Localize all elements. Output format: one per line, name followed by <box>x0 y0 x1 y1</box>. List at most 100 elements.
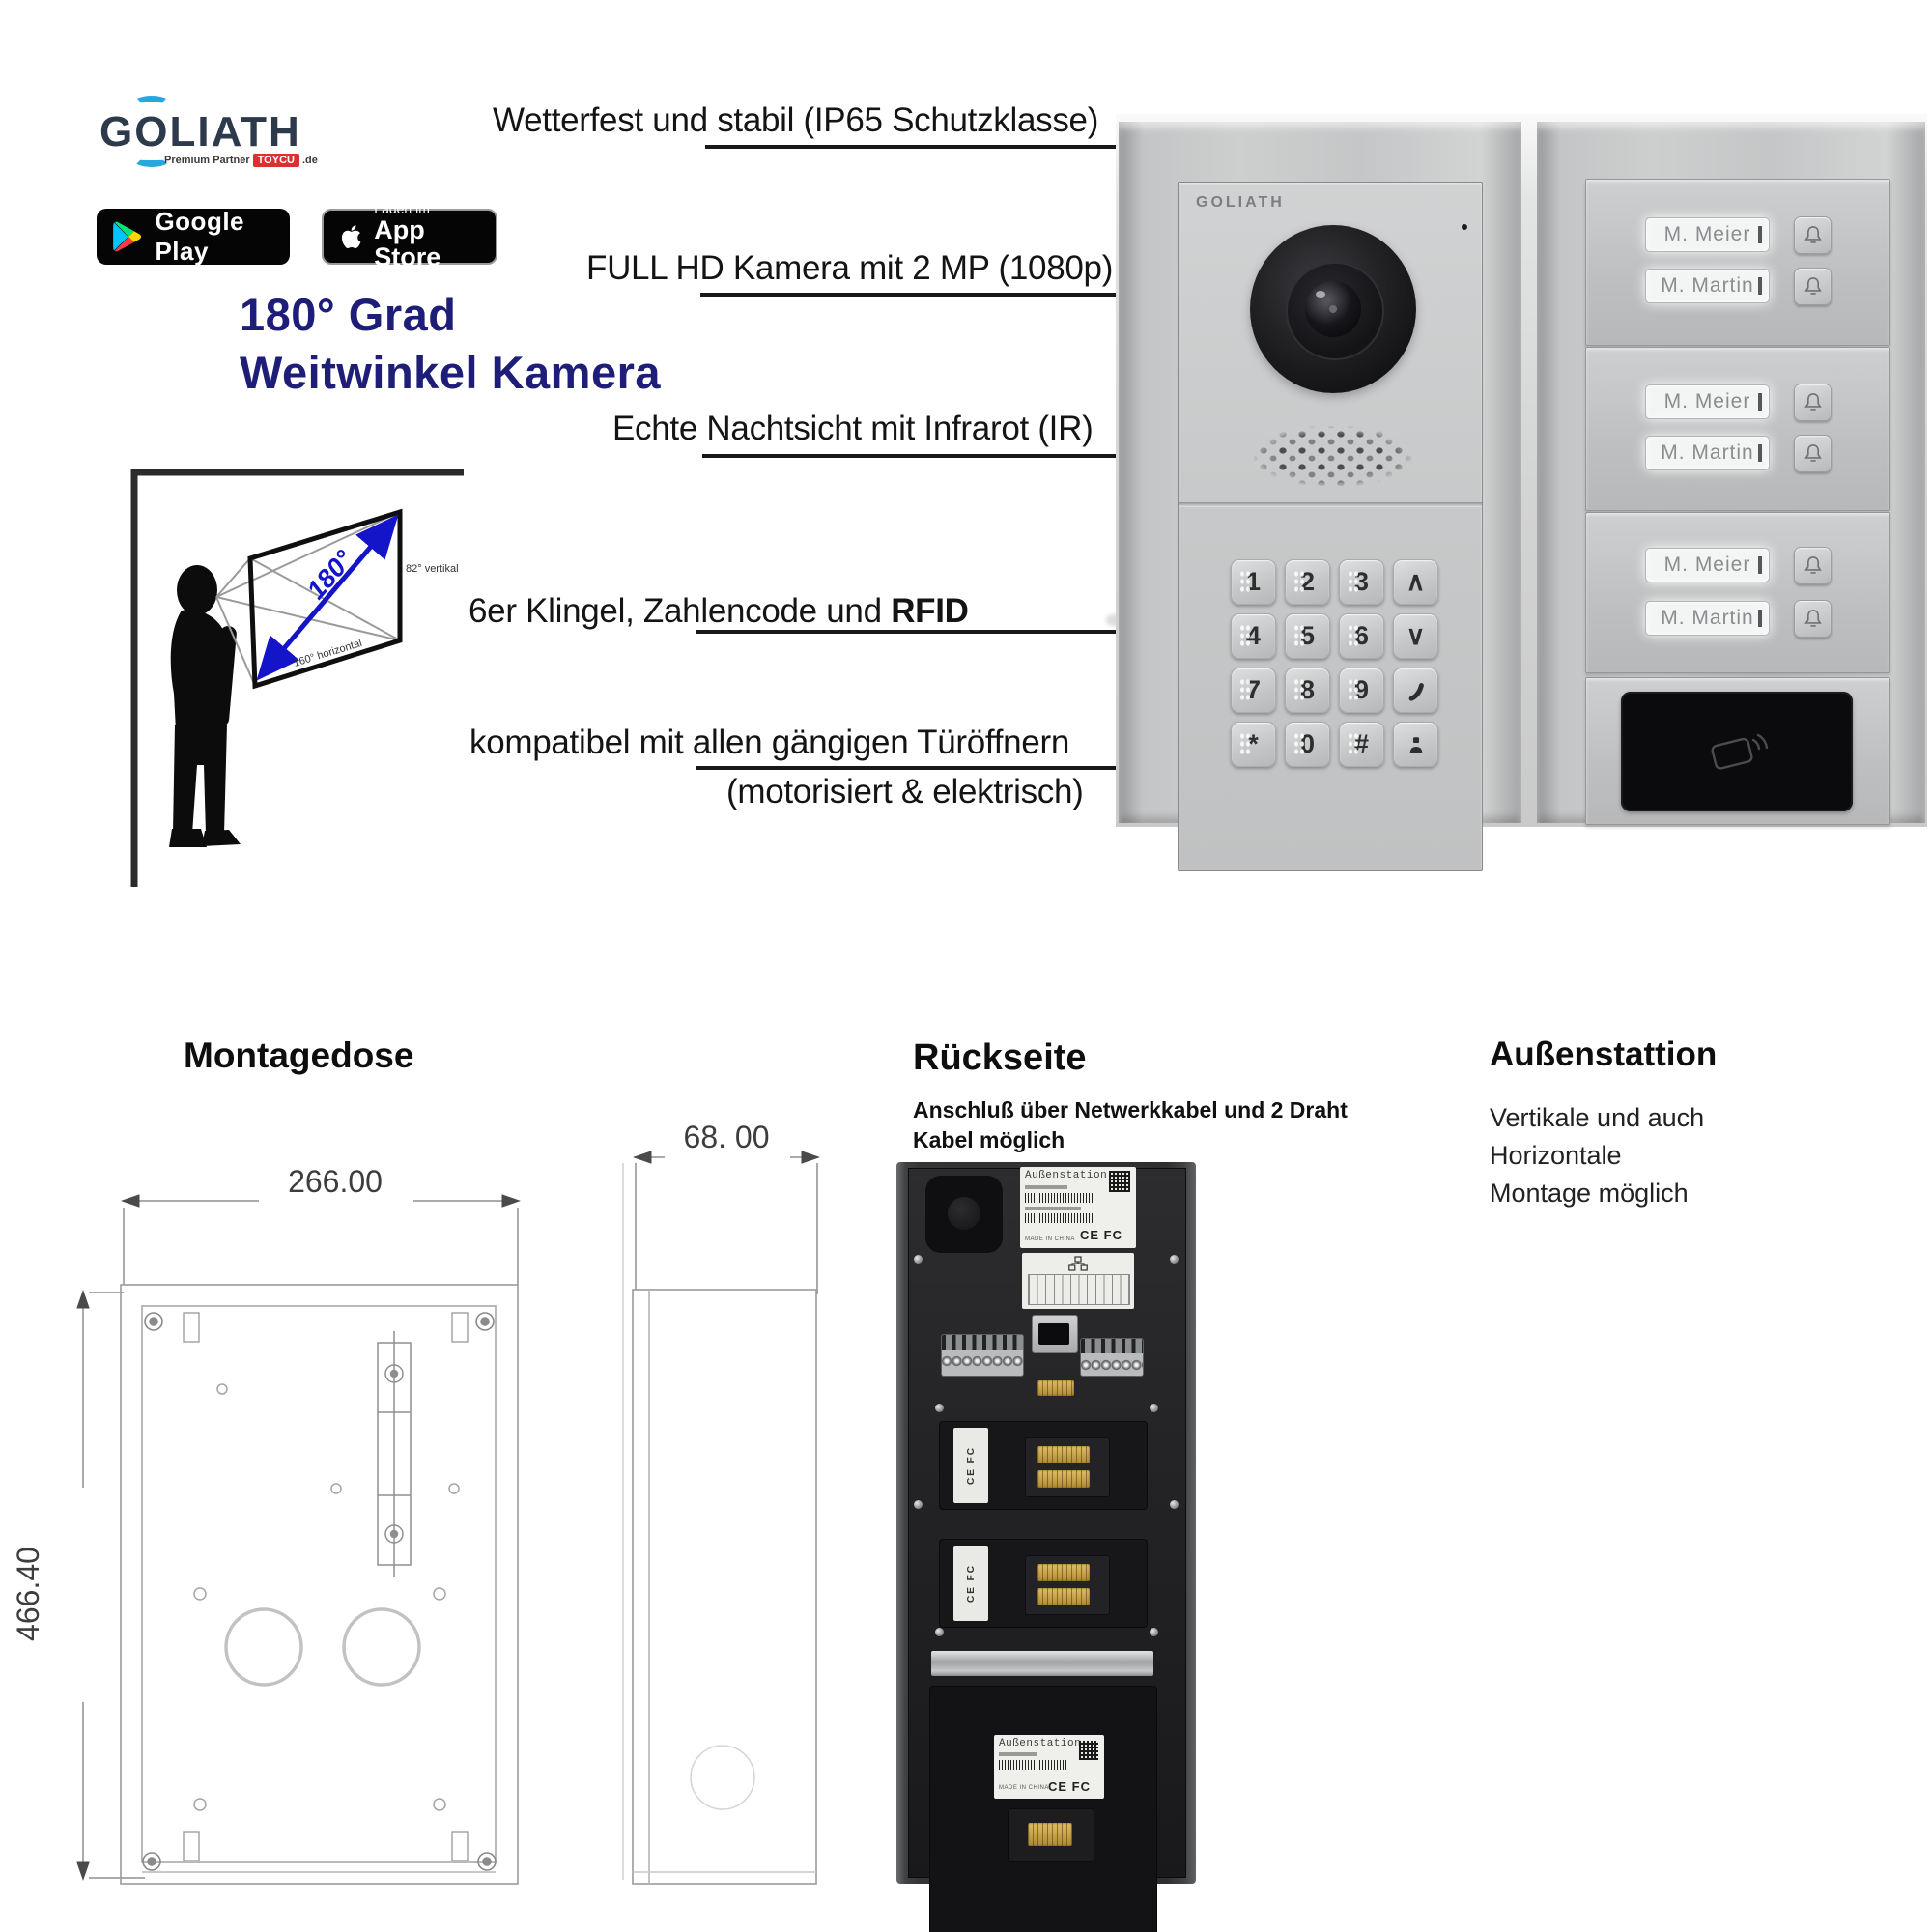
dim-width-label: 266.00 <box>288 1164 383 1199</box>
call-group-2: M. Meier M. Martin <box>1585 347 1890 511</box>
key-4[interactable]: 4 <box>1231 613 1276 659</box>
center-bracket <box>377 1331 412 1577</box>
braille-dots <box>1348 624 1358 646</box>
terminal-screws <box>1081 1353 1143 1376</box>
braille-dots <box>1293 678 1304 700</box>
dim-depth-lines <box>622 1151 820 1880</box>
gold-connector <box>1037 1564 1090 1581</box>
key-3[interactable]: 3 <box>1339 559 1384 605</box>
terminal-block-right <box>1080 1338 1144 1377</box>
app-store-badge[interactable]: Laden im App Store <box>322 202 497 270</box>
key-concierge[interactable] <box>1393 722 1438 767</box>
screw <box>1150 1404 1158 1412</box>
key-1[interactable]: 1 <box>1231 559 1276 605</box>
corner-screws <box>142 1312 497 1871</box>
key-6[interactable]: 6 <box>1339 613 1384 659</box>
bell-button[interactable] <box>1794 216 1832 254</box>
key-8[interactable]: 8 <box>1285 668 1330 713</box>
google-play-label: Google Play <box>155 207 245 266</box>
bell-button[interactable] <box>1794 268 1832 305</box>
plate-clip <box>1758 610 1762 627</box>
underline-5 <box>696 766 1151 770</box>
ethernet-icon <box>1068 1256 1088 1271</box>
key-call[interactable] <box>1393 668 1438 713</box>
rear-label-top: Außenstation MADE IN CHINA CE FC <box>1020 1167 1136 1248</box>
ce-fc-mark: CE FC <box>1048 1779 1091 1794</box>
gold-connector <box>1037 1588 1090 1605</box>
label-qr-code <box>1079 1741 1098 1760</box>
gold-connector <box>1037 1380 1074 1396</box>
dim-height-lines <box>76 1290 145 1881</box>
plate-clip <box>1758 277 1762 295</box>
person-icon <box>1409 736 1422 753</box>
name-plate: M. Meier <box>1645 548 1770 582</box>
key-2[interactable]: 2 <box>1285 559 1330 605</box>
braille-dots <box>1239 678 1250 700</box>
label-barcode <box>1025 1193 1093 1203</box>
app-store-label: Laden im App Store <box>374 201 441 272</box>
screw <box>935 1628 944 1636</box>
feature-nightvision: Echte Nachtsicht mit Infrarot (IR) <box>612 410 1094 447</box>
key-0[interactable]: 0 <box>1285 722 1330 767</box>
headline-line2: Weitwinkel Kamera <box>240 347 662 398</box>
apple-icon <box>341 225 361 248</box>
braille-dots <box>1348 678 1358 700</box>
key-down[interactable]: ∨ <box>1393 613 1438 659</box>
terminal-screws <box>942 1350 1023 1375</box>
key-hash[interactable]: # <box>1339 722 1384 767</box>
bell-button[interactable] <box>1794 547 1832 584</box>
name-plate: M. Martin <box>1645 436 1770 470</box>
braille-dots <box>1348 570 1358 592</box>
aussenstation-title: Außenstattion <box>1490 1036 1718 1073</box>
door-station-photo: GOLIATH 1 2 3 ∧ 4 5 6 ∨ 7 <box>1116 114 1927 871</box>
bell-button[interactable] <box>1794 435 1832 472</box>
rj45-slot <box>1038 1323 1069 1345</box>
module-recess <box>1025 1555 1110 1615</box>
feature-bell-rfid: 6er Klingel, Zahlencode und RFID <box>469 592 969 630</box>
google-play-icon <box>113 221 142 252</box>
terminal-block-left <box>941 1334 1024 1377</box>
rear-module-1: CE FC <box>939 1421 1148 1510</box>
bell-icon <box>1804 609 1822 627</box>
braille-dots <box>1239 732 1250 754</box>
key-7[interactable]: 7 <box>1231 668 1276 713</box>
gold-connector <box>1037 1446 1090 1463</box>
rear-bottom-plate: Außenstation CE FC MADE IN CHINA <box>929 1686 1157 1932</box>
key-up[interactable]: ∧ <box>1393 559 1438 605</box>
screw <box>1170 1255 1179 1264</box>
rear-label-bottom: Außenstation CE FC MADE IN CHINA <box>994 1735 1104 1799</box>
rear-module-2: CE FC <box>939 1539 1148 1628</box>
chevron-down-icon: ∨ <box>1406 621 1426 650</box>
braille-dots <box>1348 732 1358 754</box>
connector-frame <box>1008 1808 1094 1862</box>
name-plate: M. Martin <box>1645 269 1770 303</box>
plate-clip <box>1758 393 1762 411</box>
logo-arc-bottom-icon <box>133 153 171 167</box>
label-barcode <box>999 1760 1068 1770</box>
name-plate: M. Meier <box>1645 217 1770 252</box>
dim-depth-label: 68. 00 <box>684 1120 770 1154</box>
call-group-3: M. Meier M. Martin <box>1585 512 1890 673</box>
rear-camera-bump <box>925 1176 1003 1253</box>
bell-icon <box>1804 276 1822 295</box>
lens-center <box>1329 305 1337 313</box>
made-in-text: MADE IN CHINA <box>1025 1236 1075 1242</box>
ce-fc-mark: CE FC <box>1080 1228 1122 1242</box>
bell-button[interactable] <box>1794 384 1832 421</box>
person-silhouette <box>169 565 241 847</box>
diagonal-arrow <box>256 514 399 681</box>
pin-table <box>1028 1274 1130 1305</box>
key-star[interactable]: * <box>1231 722 1276 767</box>
label-text-bar <box>1025 1185 1067 1189</box>
name-plate: M. Meier <box>1645 384 1770 419</box>
rfid-reader[interactable] <box>1621 692 1853 811</box>
google-play-badge[interactable]: Google Play <box>97 207 290 266</box>
key-9[interactable]: 9 <box>1339 668 1384 713</box>
rueckseite-title: Rückseite <box>913 1037 1087 1078</box>
key-5[interactable]: 5 <box>1285 613 1330 659</box>
feature-weatherproof: Wetterfest und stabil (IP65 Schutzklasse… <box>493 101 1099 139</box>
plate-clip <box>1758 556 1762 574</box>
speaker-grille <box>1254 426 1412 486</box>
phone-handset-icon <box>1408 682 1424 701</box>
bell-button[interactable] <box>1794 600 1832 638</box>
